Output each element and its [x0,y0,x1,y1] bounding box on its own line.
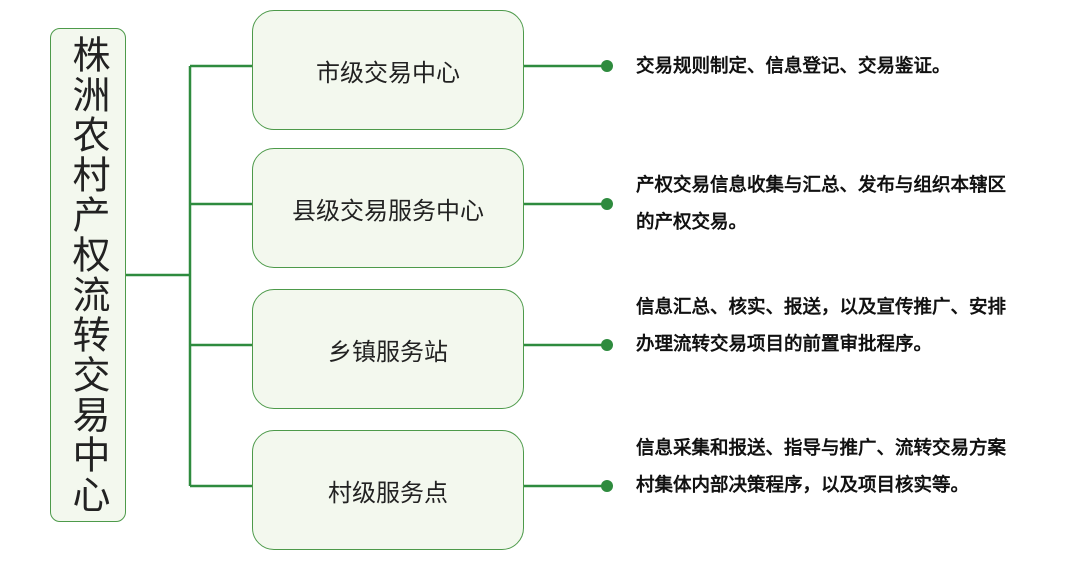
root-label: 株洲农村产权流转交易中心 [66,35,110,515]
desc-city-center: 交易规则制定、信息登记、交易鉴证。 [636,56,951,77]
connector-dot [601,480,613,492]
node-label: 县级交易服务中心 [292,196,484,225]
node-label: 乡镇服务站 [328,337,448,366]
node-city-center: 市级交易中心 [252,10,524,130]
connector-dot [601,198,613,210]
node-label: 村级服务点 [328,478,448,507]
connector-dot [601,339,613,351]
desc-village-point: 信息采集和报送、指导与推广、流转交易方案村集体内部决策程序，以及项目核实等。 [636,438,1007,496]
desc-township-station: 信息汇总、核实、报送，以及宣传推广、安排办理流转交易项目的前置审批程序。 [636,297,1007,355]
node-township-station: 乡镇服务站 [252,289,524,409]
connector-dot [601,60,613,72]
node-county-center: 县级交易服务中心 [252,148,524,268]
root-node: 株洲农村产权流转交易中心 [50,28,126,522]
node-village-point: 村级服务点 [252,430,524,550]
desc-county-center: 产权交易信息收集与汇总、发布与组织本辖区的产权交易。 [636,175,1007,233]
node-label: 市级交易中心 [316,58,460,87]
